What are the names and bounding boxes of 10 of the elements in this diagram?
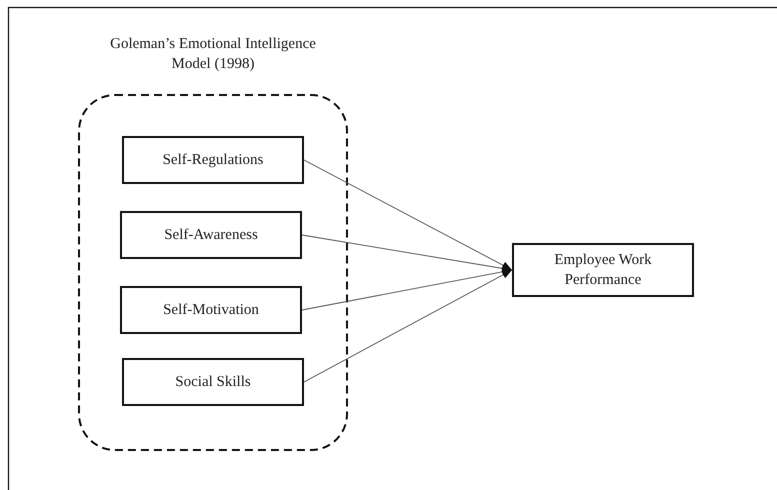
concept-box: Self-Awareness <box>120 211 302 259</box>
arrow <box>304 160 512 270</box>
arrow <box>304 270 512 382</box>
concept-box: Employee Work Performance <box>512 243 694 297</box>
group-heading: Goleman’s Emotional Intelligence Model (1998) <box>109 35 317 74</box>
concept-box: Social Skills <box>122 358 304 406</box>
concept-box: Self-Motivation <box>120 286 302 334</box>
arrow <box>302 234 512 272</box>
concept-box: Self-Regulations <box>122 136 304 184</box>
arrow <box>302 268 512 310</box>
